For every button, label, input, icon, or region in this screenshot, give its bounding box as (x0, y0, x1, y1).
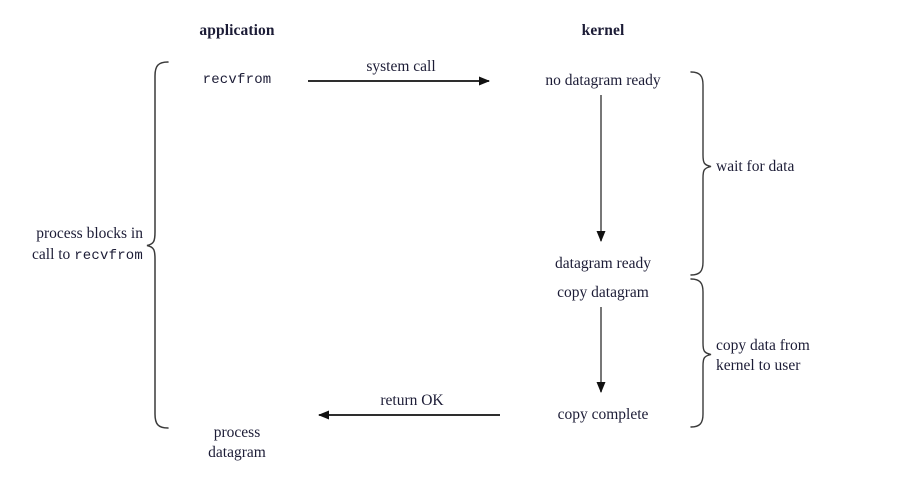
label-process-datagram-line2: datagram (208, 444, 266, 461)
label-return-ok: return OK (380, 392, 444, 409)
label-copy-data-line1: copy data from (716, 337, 810, 354)
heading-kernel: kernel (581, 22, 625, 39)
label-wait-for-data: wait for data (716, 158, 795, 175)
process-blocks-line2-prefix: call to (32, 246, 75, 263)
process-blocks-line2: call to recvfrom (13, 245, 143, 266)
label-copy-data-line2: kernel to user (716, 357, 801, 374)
state-copy-datagram: copy datagram (557, 284, 649, 301)
label-recvfrom-call: recvfrom (202, 72, 272, 88)
right-brace-copy-data (690, 278, 712, 428)
state-copy-complete: copy complete (557, 406, 649, 423)
state-no-datagram-ready: no datagram ready (545, 72, 661, 89)
left-brace-process-blocks (146, 61, 169, 429)
process-blocks-line2-mono: recvfrom (74, 248, 143, 264)
label-system-call: system call (366, 58, 436, 75)
heading-application: application (199, 22, 275, 39)
label-process-datagram-line1: process (213, 424, 261, 441)
process-blocks-line1: process blocks in (36, 225, 143, 242)
right-brace-wait-for-data (690, 71, 712, 276)
state-datagram-ready: datagram ready (555, 255, 651, 272)
